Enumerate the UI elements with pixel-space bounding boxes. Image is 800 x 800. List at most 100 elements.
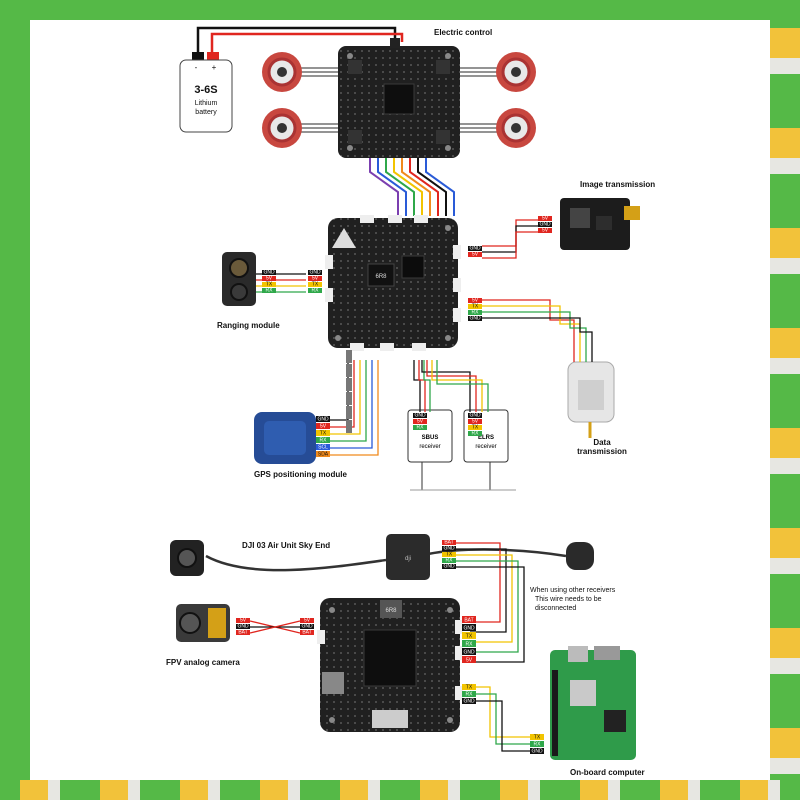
pin-tag	[346, 392, 352, 405]
pin-tag	[316, 444, 330, 450]
pin-tag	[316, 451, 330, 457]
pin-tag	[236, 624, 250, 629]
motors	[262, 52, 536, 148]
data-tx-wire	[482, 311, 587, 362]
pin-tag	[538, 222, 552, 227]
motor-wires	[298, 67, 500, 133]
elrs-receiver-label-2: receiver	[475, 444, 496, 450]
sbus-receiver-label-1: SBUS	[422, 435, 439, 441]
receiver-note-line3: disconnected	[535, 605, 576, 612]
battery-label-line1: 3-6S	[194, 84, 217, 96]
pin-tag	[236, 630, 250, 635]
fc-chip-label: 6R8	[375, 274, 387, 280]
pin-tag	[236, 618, 250, 623]
pin-tag	[262, 270, 276, 275]
pin-label: 5V	[304, 618, 311, 624]
pin-label: TX	[466, 634, 473, 640]
pin-label: TX	[320, 431, 327, 437]
pin-tag	[468, 316, 482, 321]
pin-tag	[468, 246, 482, 251]
pin-label: RX	[466, 642, 474, 648]
dji-camera-cable	[205, 554, 387, 572]
pin-label: 5V	[472, 419, 479, 425]
pin-label: GND	[237, 624, 249, 630]
data-transmission-label-2: transmission	[577, 447, 627, 456]
battery-label-line2: Lithium	[195, 100, 218, 107]
pin-label: 5V	[472, 252, 479, 258]
onboard-computer-label: On-board computer	[570, 768, 645, 777]
pin-label: TX	[312, 282, 319, 288]
pin-tag	[462, 632, 476, 639]
sbus-wire	[423, 360, 431, 412]
pin-label: GND	[469, 246, 481, 252]
gps-module-label: GPS positioning module	[254, 470, 347, 479]
pin-tag	[468, 419, 482, 424]
pin-tag	[316, 430, 330, 436]
ribbon-wire	[425, 158, 455, 216]
sbus-receiver-label-2: receiver	[419, 444, 440, 450]
data-transmission-label-1: Data	[593, 438, 611, 447]
pin-label: GND	[531, 749, 543, 755]
camera-icon	[176, 604, 230, 642]
pin-tag	[300, 624, 314, 629]
pin-label: 5V	[312, 276, 319, 282]
onboard-wire	[476, 686, 530, 738]
pin-tag	[413, 425, 427, 430]
gps-wire	[330, 360, 361, 435]
pin-tag	[346, 350, 352, 363]
esc-board-icon	[338, 38, 460, 158]
pin-label: BAT	[302, 630, 311, 636]
pin-label: RX	[472, 431, 480, 437]
pin-tag	[262, 288, 276, 293]
dji-antenna-cable	[427, 548, 567, 558]
pin-label: GND	[463, 699, 475, 705]
elrs-wire	[436, 360, 489, 412]
dji-wire	[456, 554, 513, 643]
flight-controller-2-icon: 6R8	[317, 598, 463, 732]
electric-control-label: Electric control	[434, 28, 492, 37]
pin-tag	[316, 416, 330, 422]
dji-unit-icon: dji	[386, 534, 430, 580]
gps-icon	[254, 412, 316, 464]
pin-tag	[462, 656, 476, 663]
pin-label: GND	[263, 270, 275, 276]
pin-tag	[530, 734, 544, 740]
image-tx-wire	[482, 225, 538, 253]
pin-tag	[462, 691, 476, 697]
pin-label: GND	[309, 270, 321, 276]
gps-wire	[330, 360, 349, 421]
pin-tag	[530, 741, 544, 747]
dji-wire	[456, 560, 519, 653]
pin-tag	[462, 698, 476, 704]
battery-power-wires	[196, 26, 404, 58]
receiver-note-line1: When using other receivers	[530, 587, 616, 594]
elrs-wire	[421, 360, 471, 412]
pin-tag	[308, 270, 322, 275]
esc-chip-label: 6R8	[385, 608, 397, 614]
pin-tag	[442, 558, 456, 563]
elrs-wire	[431, 360, 483, 412]
pin-label: GND	[463, 626, 475, 632]
pin-label: 5V	[466, 658, 473, 664]
pin-label: GND	[301, 624, 313, 630]
pin-label: RX	[472, 310, 480, 316]
pin-tag	[442, 564, 456, 569]
pin-label: TX	[472, 304, 479, 310]
decorative-border-right	[770, 0, 800, 800]
pin-label: TX	[266, 282, 273, 288]
pin-tag	[468, 431, 482, 436]
motor-icon	[496, 52, 536, 92]
pin-label: RX	[266, 288, 274, 294]
pin-tag	[413, 413, 427, 418]
pin-tag	[262, 276, 276, 281]
pin-label: BAT	[444, 540, 453, 546]
